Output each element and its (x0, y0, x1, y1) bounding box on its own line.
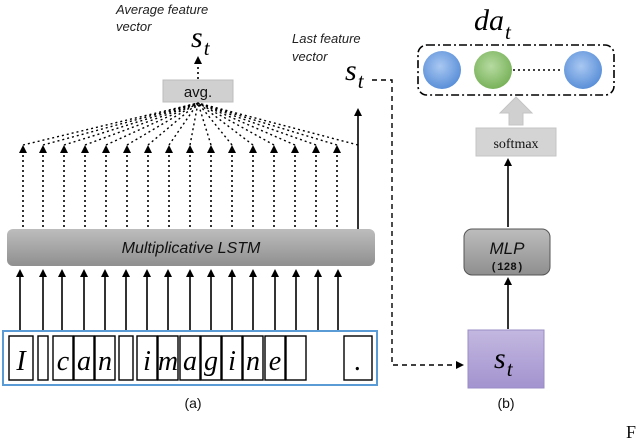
last-feature-note-line1: Last feature (292, 31, 361, 46)
token-char: c (57, 346, 70, 377)
token-box (200, 335, 222, 381)
token-input-arrows (16, 269, 342, 330)
token-char: i (143, 346, 151, 377)
token-box (285, 335, 307, 381)
token-char: I (15, 346, 27, 377)
softmax-box (475, 127, 557, 157)
fan-line (189, 102, 199, 146)
avg-box (162, 79, 234, 103)
last-feature-note-line2: vector (292, 49, 328, 64)
token-char: i (228, 346, 236, 377)
lstm-output-arrows (19, 145, 341, 227)
softmax-label: softmax (493, 137, 538, 152)
mlp-label: MLP (490, 239, 526, 258)
fan-line (63, 102, 199, 146)
token-char: a (183, 346, 197, 377)
lstm-label: Multiplicative LSTM (122, 240, 261, 257)
output-node-n (564, 51, 602, 89)
caption-a: (a) (184, 395, 201, 411)
token-box (179, 335, 201, 381)
token-box (343, 335, 373, 381)
mlp-box (463, 228, 551, 276)
token-box (118, 335, 134, 381)
token-char: . (355, 346, 362, 377)
input-state-box (467, 329, 545, 389)
edge-text: F (626, 422, 636, 440)
output-distribution-box (417, 44, 615, 96)
panel-b: dat softmax MLP (128) st (b) (417, 4, 615, 411)
token-box (37, 335, 49, 381)
fan-line (42, 102, 199, 146)
dashed-connector (372, 79, 464, 369)
softmax-to-output-arrow (498, 96, 534, 126)
token-box (52, 335, 74, 381)
fan-line (84, 102, 199, 146)
fan-line (22, 102, 199, 146)
avg-feature-note-line2: vector (116, 19, 152, 34)
token-char: n (98, 346, 112, 377)
token-box (221, 335, 243, 381)
token-box (94, 335, 116, 381)
token-char: e (269, 346, 281, 377)
token-box (264, 335, 286, 381)
fan-line (197, 102, 254, 146)
avg-label: avg. (184, 84, 212, 101)
fan-line (147, 102, 199, 146)
fan-in-lines (22, 102, 359, 146)
mlp-size: (128) (490, 262, 523, 274)
fan-line (168, 102, 199, 146)
token-strip (2, 330, 378, 386)
fan-line (126, 102, 199, 146)
token-char: a (77, 346, 91, 377)
token-box (136, 335, 158, 381)
avg-output-symbol: st (191, 21, 211, 60)
fan-line (197, 102, 359, 146)
fan-line (197, 102, 233, 146)
token-box (73, 335, 95, 381)
fan-line (197, 102, 317, 146)
lstm-bar (7, 229, 375, 266)
panel-a: Average feature vector Last feature vect… (2, 2, 378, 411)
avg-feature-note-line1: Average feature (115, 2, 208, 17)
token-char: g (204, 346, 218, 377)
input-state-symbol: st (494, 342, 514, 381)
token-char: n (246, 346, 260, 377)
fan-line (197, 102, 338, 146)
da-output-symbol: dat (474, 4, 512, 44)
token-char: m (158, 346, 178, 377)
token-box (157, 335, 179, 381)
fan-line (105, 102, 199, 146)
caption-b: (b) (497, 395, 514, 411)
token-box (8, 335, 34, 381)
last-output-symbol: st (345, 54, 365, 93)
fan-line (197, 102, 212, 146)
token-box (242, 335, 264, 381)
output-node-2 (474, 51, 512, 89)
output-node-1 (423, 51, 461, 89)
